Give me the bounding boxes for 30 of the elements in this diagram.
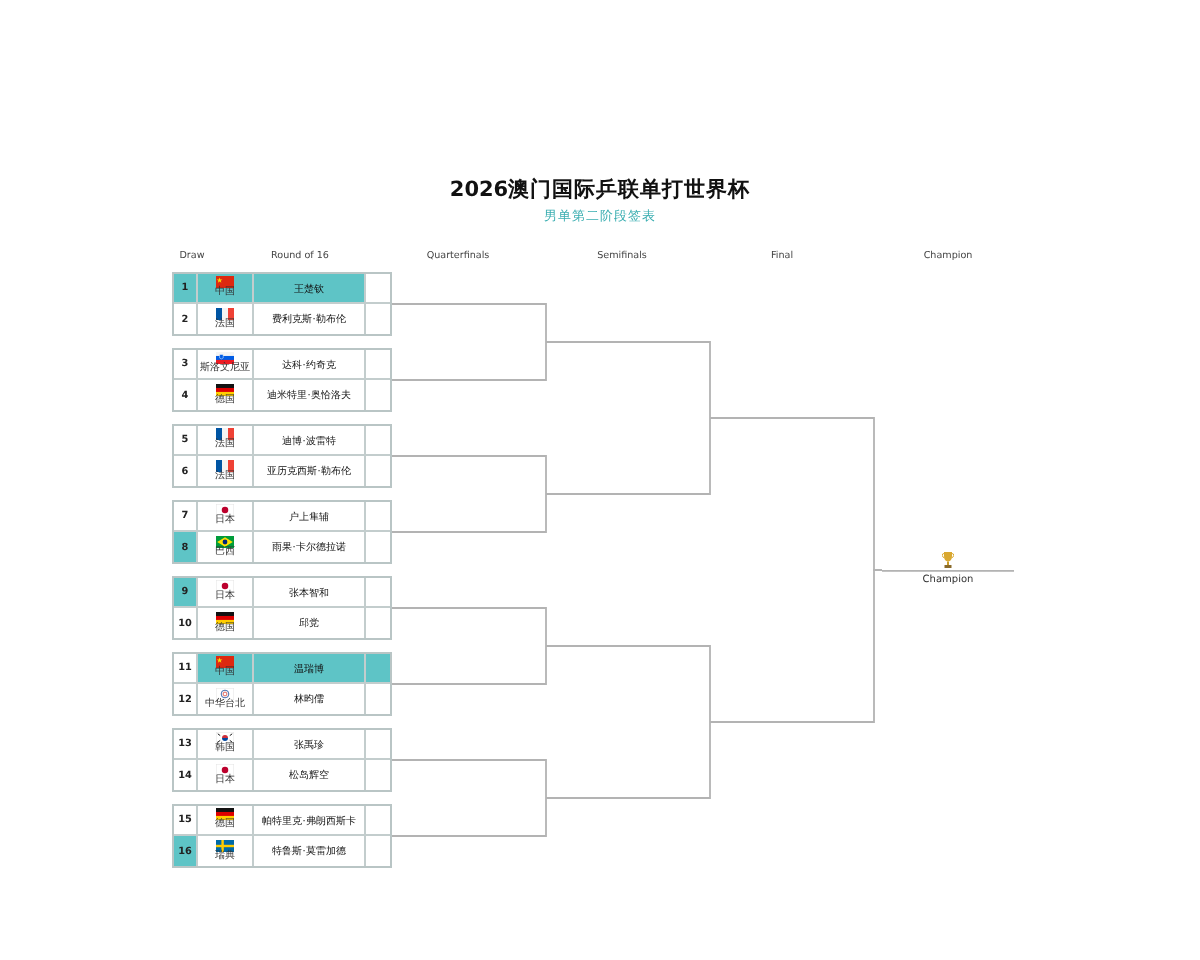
player-row [174,654,390,684]
player-row [174,730,390,760]
bracket-line [391,645,547,685]
bracket-line [545,721,711,799]
match-box [172,500,392,564]
bracket-line [391,797,547,837]
player-row [174,806,390,836]
match-box [172,424,392,488]
match-box [172,804,392,868]
bracket-line [391,607,547,647]
bracket-line [709,569,883,723]
match-box [172,348,392,412]
bracket-line [391,341,547,381]
bracket-line [391,493,547,533]
bracket-line [391,759,547,799]
match-box [172,576,392,640]
player-row [174,502,390,532]
player-row [174,426,390,456]
bracket-line [545,341,711,419]
bracket-line [545,417,711,495]
player-row [174,578,390,608]
bracket-line [545,645,711,723]
title: 2026澳门国际乒联单打世界杯 [449,178,751,204]
match-box [172,728,392,792]
match-box [172,272,392,336]
bracket-line [391,455,547,495]
player-row [174,350,390,380]
match-box [172,652,392,716]
player-row [174,274,390,304]
bracket-line [391,303,547,343]
